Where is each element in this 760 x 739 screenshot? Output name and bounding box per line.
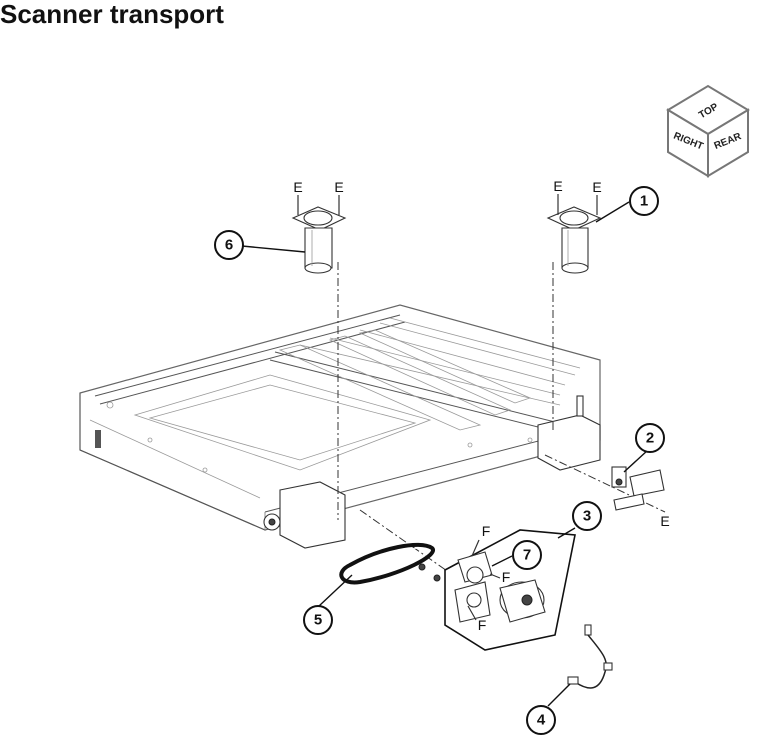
leader-lines (241, 201, 649, 707)
svg-text:5: 5 (314, 612, 322, 629)
scanner-frame (79, 304, 601, 549)
letter-markers-f: F F F (467, 523, 511, 633)
svg-text:F: F (502, 569, 511, 585)
svg-text:4: 4 (537, 712, 546, 729)
callout-7: 7 (512, 540, 542, 570)
letter-markers-e: E E E E E (293, 178, 669, 529)
part-4-cable (567, 624, 613, 689)
callout-6: 6 (214, 230, 244, 260)
svg-text:E: E (592, 179, 601, 195)
svg-text:E: E (334, 179, 343, 195)
svg-text:E: E (660, 513, 669, 529)
svg-text:F: F (478, 617, 487, 633)
callout-3: 3 (572, 501, 602, 531)
part-2-sensor (611, 466, 665, 511)
part-6-left-holder (291, 206, 347, 274)
page-title: Scanner transport (0, 0, 224, 29)
callout-2: 2 (635, 423, 665, 453)
svg-text:7: 7 (523, 547, 531, 564)
svg-text:1: 1 (640, 193, 648, 210)
svg-text:2: 2 (646, 430, 654, 447)
svg-text:3: 3 (583, 508, 591, 525)
part-5-belt (339, 542, 436, 585)
svg-text:F: F (482, 523, 491, 539)
alignment-lines (337, 262, 666, 581)
part-1-right-holder (546, 206, 602, 274)
svg-text:E: E (553, 178, 562, 194)
part-3-motor-box (418, 529, 576, 651)
orientation-cube: TOP RIGHT REAR (666, 84, 750, 178)
callout-5: 5 (303, 605, 333, 635)
svg-text:E: E (293, 179, 302, 195)
callout-4: 4 (526, 705, 556, 735)
svg-text:6: 6 (225, 237, 233, 254)
callout-1: 1 (629, 186, 659, 216)
